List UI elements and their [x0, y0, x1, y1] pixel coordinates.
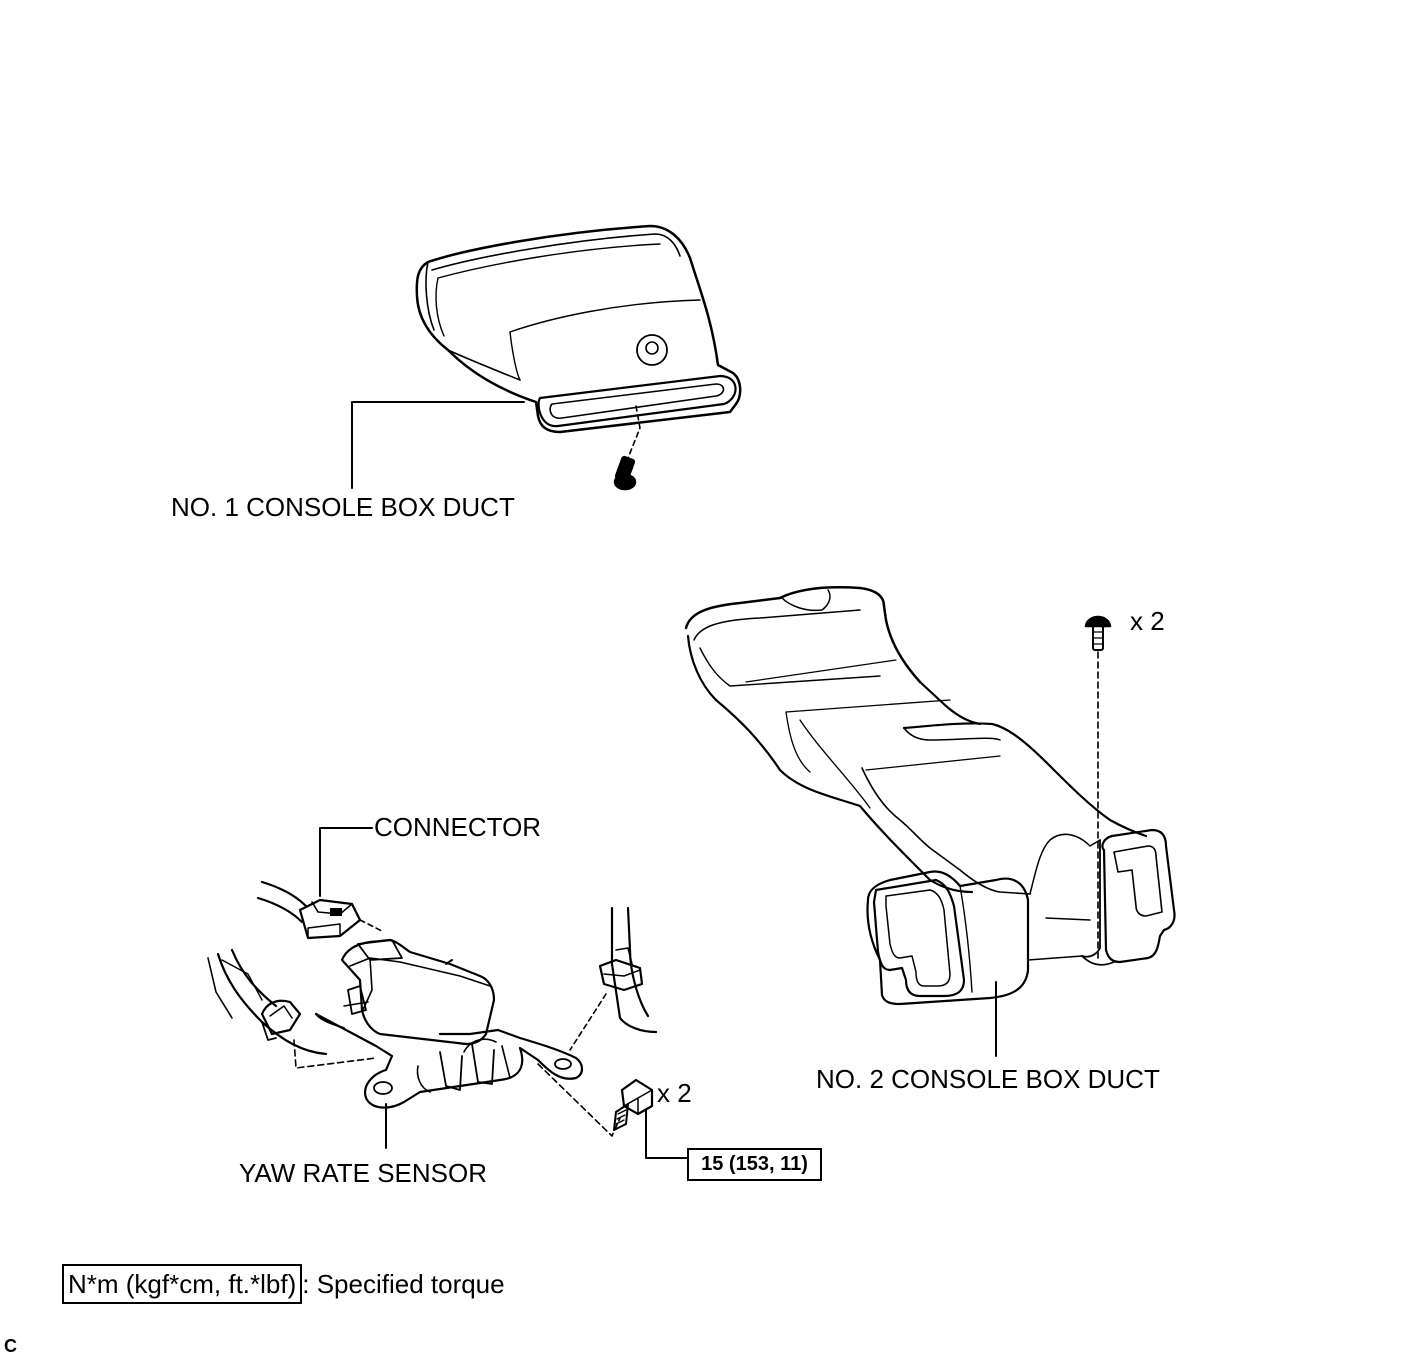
torque-legend-description: : Specified torque: [302, 1269, 505, 1299]
bolt-quantity-label: x 2: [657, 1078, 692, 1108]
connector-part: [298, 898, 362, 940]
clip-quantity-label: x 2: [1130, 606, 1165, 636]
yaw-rate-sensor-body: [314, 938, 584, 1109]
no1-console-box-duct-label: NO. 1 CONSOLE BOX DUCT: [171, 492, 515, 522]
torque-legend: N*m (kgf*cm, ft.*lbf): Specified torque: [62, 1264, 505, 1304]
no1-console-box-duct: [351, 224, 742, 491]
torque-spec-box: 15 (153, 11): [687, 1148, 822, 1181]
no2-console-box-duct: [684, 586, 1176, 1057]
duct2-clip: [1084, 615, 1112, 651]
yaw-rate-sensor-assembly: [207, 827, 689, 1159]
corner-code: C: [4, 1336, 17, 1356]
no2-console-box-duct-label: NO. 2 CONSOLE BOX DUCT: [816, 1064, 1160, 1094]
bolt: [613, 1078, 654, 1131]
yaw-rate-sensor-label: YAW RATE SENSOR: [239, 1158, 487, 1188]
duct1-screw: [613, 455, 637, 491]
right-harness-clamp: [598, 947, 644, 992]
left-harness-clamp: [260, 999, 302, 1041]
torque-unit-box: N*m (kgf*cm, ft.*lbf): [62, 1264, 303, 1304]
connector-label: CONNECTOR: [374, 812, 542, 842]
